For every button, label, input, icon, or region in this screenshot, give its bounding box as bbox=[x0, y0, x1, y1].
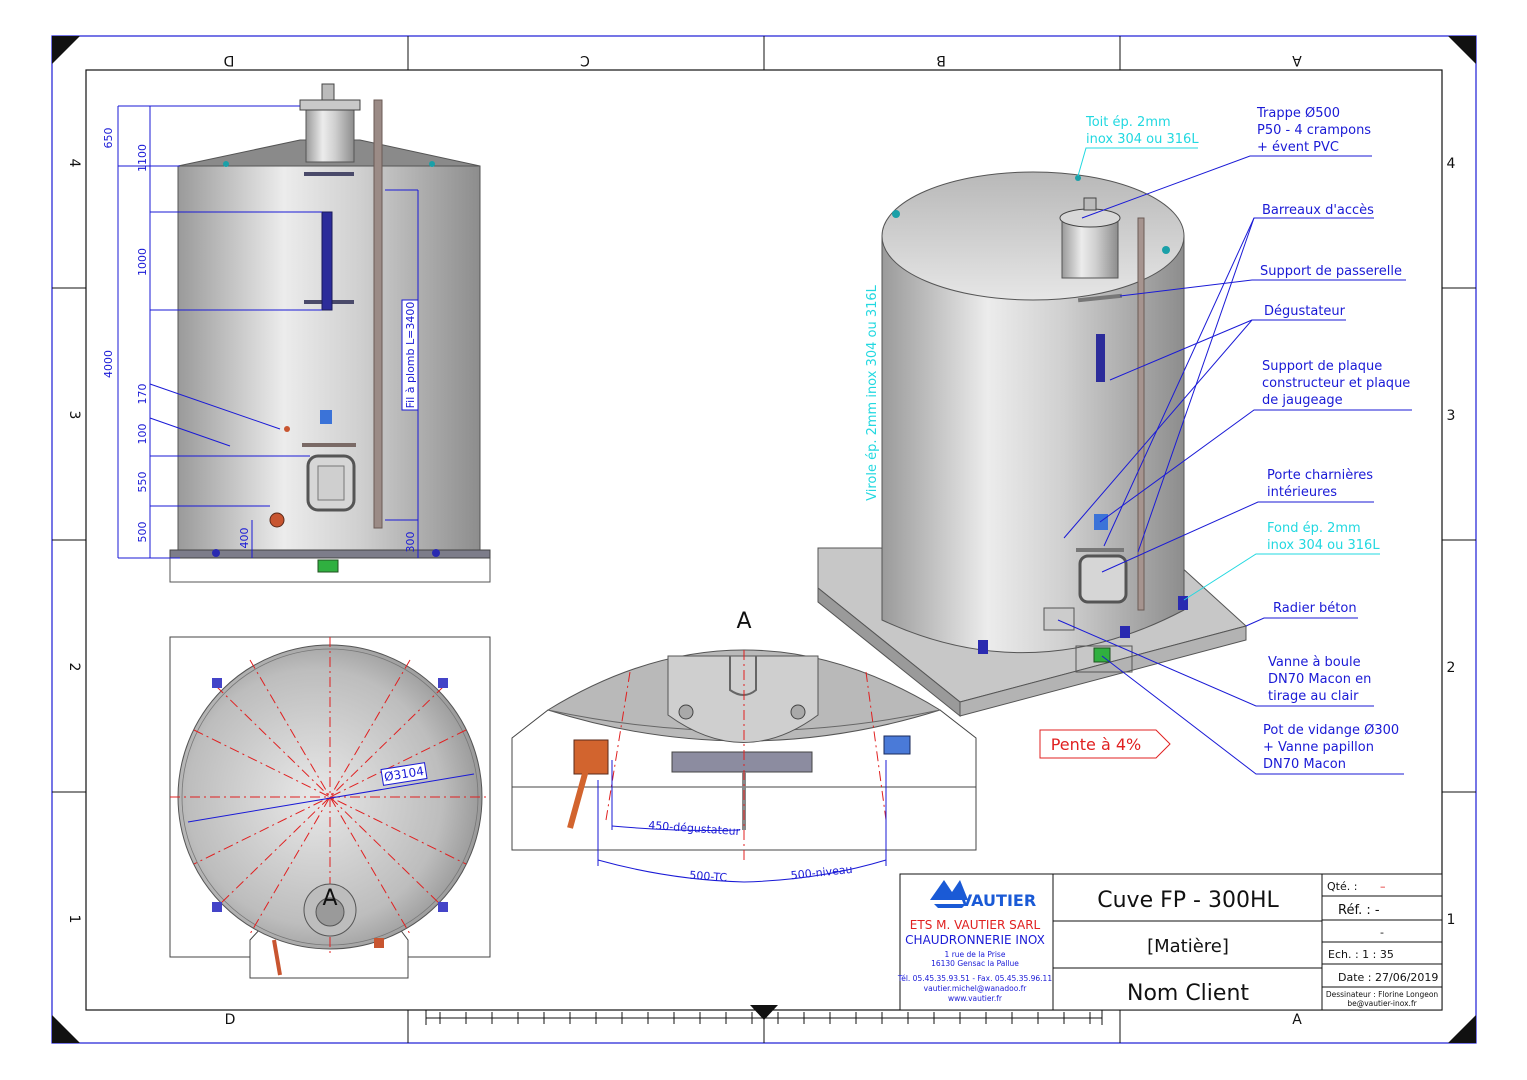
iso-roof-note-1: Toit ép. 2mm bbox=[1085, 115, 1171, 130]
callout-porte-2: intérieures bbox=[1267, 485, 1337, 500]
diameter-box bbox=[380, 762, 428, 786]
company-trade: CHAUDRONNERIE INOX bbox=[905, 933, 1045, 947]
frame-label-top-a: A bbox=[1292, 52, 1302, 68]
iso-view bbox=[817, 171, 1248, 718]
callout-trappe-2: P50 - 4 crampons bbox=[1257, 123, 1371, 138]
title-block bbox=[899, 873, 1443, 1011]
iso-bottom-note-1: Fond ép. 2mm bbox=[1267, 521, 1361, 536]
top-view-section-mark: A bbox=[322, 886, 337, 911]
slope-flag bbox=[1039, 729, 1171, 759]
frame-label-left-3: 3 bbox=[66, 411, 82, 420]
iso-shell-note: Virole ép. 2mm inox 304 ou 316L bbox=[865, 284, 880, 501]
slope-label: Pente à 4% bbox=[1051, 735, 1142, 754]
dim-550: 550 bbox=[136, 472, 149, 493]
dim-4000: 4000 bbox=[102, 350, 115, 378]
company-name: ETS M. VAUTIER SARL bbox=[910, 918, 1041, 932]
dim-1000: 1000 bbox=[136, 248, 149, 276]
front-ladder-bar bbox=[373, 99, 383, 529]
callout-plaque-2: constructeur et plaque bbox=[1262, 376, 1410, 391]
designer-email: be@vautier-inox.fr bbox=[1347, 999, 1417, 1008]
designer: Dessinateur : Florine Longeon bbox=[1326, 990, 1439, 999]
wire-label-box bbox=[401, 299, 419, 411]
qty-value: – bbox=[1380, 880, 1386, 893]
callout-pot-3: DN70 Macon bbox=[1263, 757, 1346, 772]
dim-170: 170 bbox=[136, 384, 149, 405]
dim-650: 650 bbox=[102, 128, 115, 149]
section-dim-niveau: 500-niveau bbox=[790, 863, 853, 882]
callout-plaque-3: de jaugeage bbox=[1262, 393, 1343, 408]
section-dim-tc: 500-TC bbox=[689, 869, 728, 885]
front-manway bbox=[305, 107, 355, 163]
drawing-client: Nom Client bbox=[1127, 981, 1249, 1006]
logo-text: VAUTIER bbox=[960, 891, 1036, 910]
frame-label-top-b: B bbox=[936, 52, 946, 68]
iso-roof-note-2: inox 304 ou 316L bbox=[1086, 132, 1199, 147]
iso-bottom-note-2: inox 304 ou 316L bbox=[1267, 538, 1380, 553]
company-address-2: 16130 Gensac la Pallue bbox=[931, 959, 1019, 968]
drawing-date: Date : 27/06/2019 bbox=[1338, 971, 1438, 984]
callout-passerelle: Support de passerelle bbox=[1260, 264, 1402, 279]
dim-500: 500 bbox=[136, 522, 149, 543]
company-address-1: 1 rue de la Prise bbox=[945, 950, 1006, 959]
frame-label-left-1: 1 bbox=[66, 915, 82, 924]
front-drain-valve bbox=[317, 559, 339, 573]
frame-label-right-4: 4 bbox=[1447, 156, 1456, 172]
iso-leaders bbox=[1057, 147, 1412, 775]
callout-pot-1: Pot de vidange Ø300 bbox=[1263, 723, 1399, 738]
dim-1100: 1100 bbox=[136, 144, 149, 172]
callout-trappe-1: Trappe Ø500 bbox=[1256, 106, 1340, 121]
iso-ladder-bar bbox=[1137, 217, 1145, 611]
wire-label: Fil à plomb L=3400 bbox=[404, 302, 417, 409]
callout-vanne-2: DN70 Macon en bbox=[1268, 672, 1371, 687]
front-view bbox=[169, 83, 491, 583]
qty-label: Qté. : bbox=[1327, 880, 1357, 893]
callout-trappe-3: + évent PVC bbox=[1257, 140, 1339, 155]
dim-100: 100 bbox=[136, 424, 149, 445]
frame-label-bottom-d: D bbox=[225, 1012, 236, 1028]
callout-degustateur: Dégustateur bbox=[1264, 304, 1346, 319]
frame-label-top-c: C bbox=[580, 52, 590, 68]
company-phone: Tél. 05.45.35.93.51 - Fax. 05.45.35.96.1… bbox=[897, 974, 1052, 983]
callout-barreaux: Barreaux d'accès bbox=[1262, 203, 1374, 218]
ref-label: Réf. : - bbox=[1338, 903, 1380, 918]
company-web: www.vautier.fr bbox=[948, 994, 1003, 1003]
frame-label-left-2: 2 bbox=[66, 663, 82, 672]
front-level-glass bbox=[321, 211, 333, 311]
scale: Ech. : 1 : 35 bbox=[1328, 948, 1394, 961]
vautier-logo bbox=[930, 880, 968, 908]
callout-vanne-3: tirage au clair bbox=[1268, 689, 1359, 704]
frame-label-bottom-a: A bbox=[1292, 1012, 1302, 1028]
frame-label-right-2: 2 bbox=[1447, 660, 1456, 676]
callout-pot-2: + Vanne papillon bbox=[1263, 740, 1374, 755]
top-view-diameter: Ø3104 bbox=[383, 764, 425, 784]
ref-blank: - bbox=[1380, 926, 1384, 939]
dim-400: 400 bbox=[238, 528, 251, 549]
frame-label-right-1: 1 bbox=[1447, 912, 1456, 928]
drawing-title: Cuve FP - 300HL bbox=[1097, 888, 1279, 913]
sheet-frame bbox=[51, 35, 1477, 1044]
top-view bbox=[169, 636, 491, 979]
dim-300: 300 bbox=[404, 532, 417, 553]
callout-porte-1: Porte charnières bbox=[1267, 468, 1373, 483]
callout-plaque-1: Support de plaque bbox=[1262, 359, 1382, 374]
bottom-ruler-ticks bbox=[439, 1012, 1091, 1024]
frame-label-top-d: D bbox=[224, 52, 235, 68]
section-a-view bbox=[511, 649, 977, 883]
section-dim-degustateur: 450-dégustateur bbox=[648, 819, 741, 838]
drawing-material: [Matière] bbox=[1147, 936, 1229, 957]
front-plate-support bbox=[320, 410, 332, 424]
frame-label-left-4: 4 bbox=[66, 159, 82, 168]
frame-label-right-3: 3 bbox=[1447, 408, 1456, 424]
section-a-title: A bbox=[736, 609, 751, 634]
callout-vanne-1: Vanne à boule bbox=[1268, 655, 1361, 670]
callout-radier: Radier béton bbox=[1273, 601, 1357, 616]
front-ball-valve bbox=[269, 512, 285, 528]
iso-level-glass bbox=[1096, 334, 1105, 382]
company-email: vautier.michel@wanadoo.fr bbox=[924, 984, 1028, 993]
